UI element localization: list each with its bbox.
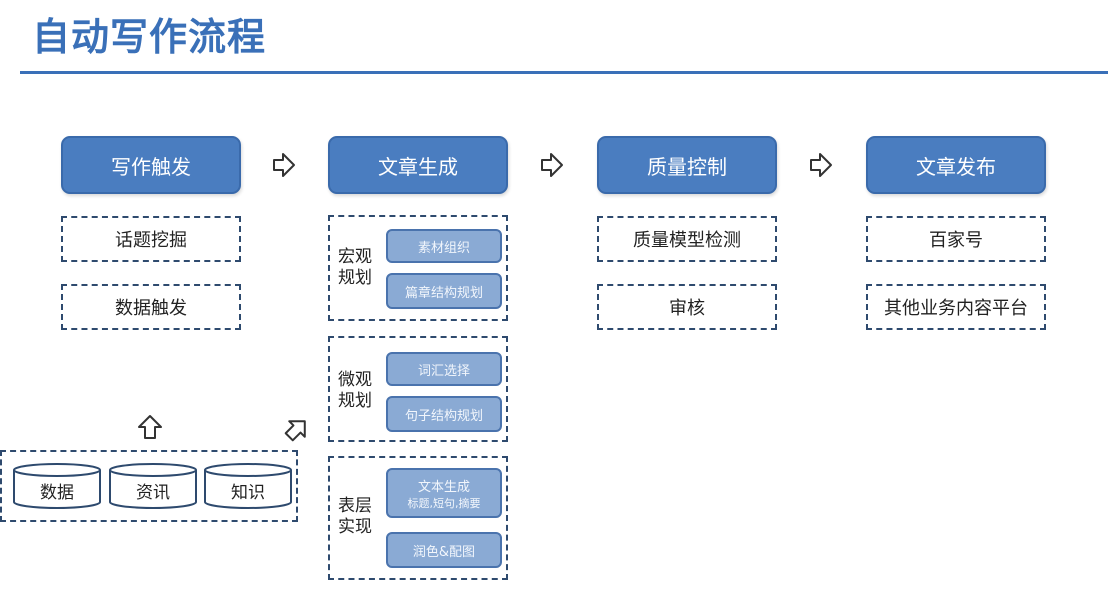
quality-item: 质量模型检测 bbox=[597, 216, 777, 262]
group-item-pill: 句子结构规划 bbox=[386, 396, 502, 432]
group-item-pill: 词汇选择 bbox=[386, 352, 502, 386]
publish-item: 百家号 bbox=[866, 216, 1046, 262]
generation-group-surface: 表层 实现 文本生成 标题,短句,摘要 润色&配图 bbox=[328, 456, 508, 580]
source-label: 知识 bbox=[231, 483, 265, 503]
generation-group-macro: 宏观 规划 素材组织 篇章结构规划 bbox=[328, 215, 508, 321]
database-icon bbox=[13, 463, 101, 509]
pill-text: 润色&配图 bbox=[412, 544, 476, 560]
pill-text: 文本生成 bbox=[417, 479, 470, 495]
group-item-pill: 篇章结构规划 bbox=[386, 273, 502, 309]
source-label: 资讯 bbox=[136, 483, 170, 503]
group-label: 微观 规划 bbox=[338, 370, 372, 411]
source-label: 数据 bbox=[40, 483, 74, 503]
generation-group-micro: 微观 规划 词汇选择 句子结构规划 bbox=[328, 336, 508, 442]
database-icon bbox=[109, 463, 197, 509]
quality-item: 审核 bbox=[597, 284, 777, 330]
title-underline bbox=[20, 71, 1108, 74]
pill-subtext: 标题,短句,摘要 bbox=[407, 496, 481, 510]
stage-publish[interactable]: 文章发布 bbox=[866, 136, 1046, 194]
up-arrow-icon bbox=[138, 415, 162, 439]
page-title: 自动写作流程 bbox=[32, 15, 267, 59]
group-item-pill: 润色&配图 bbox=[386, 532, 502, 568]
right-arrow-icon bbox=[273, 153, 295, 177]
group-label: 表层 实现 bbox=[338, 496, 372, 537]
publish-item: 其他业务内容平台 bbox=[866, 284, 1046, 330]
pill-text: 词汇选择 bbox=[417, 363, 470, 379]
group-label: 宏观 规划 bbox=[338, 247, 372, 288]
trigger-item: 数据触发 bbox=[61, 284, 241, 330]
pill-text: 素材组织 bbox=[417, 240, 470, 256]
pill-text: 篇章结构规划 bbox=[404, 285, 483, 301]
right-arrow-icon bbox=[541, 153, 563, 177]
right-arrow-icon bbox=[810, 153, 832, 177]
database-icon bbox=[204, 463, 292, 509]
group-item-pill: 文本生成 标题,短句,摘要 bbox=[386, 468, 502, 518]
pill-text: 句子结构规划 bbox=[404, 408, 483, 424]
trigger-item: 话题挖掘 bbox=[61, 216, 241, 262]
stage-generation[interactable]: 文章生成 bbox=[328, 136, 508, 194]
group-item-pill: 素材组织 bbox=[386, 229, 502, 263]
stage-quality[interactable]: 质量控制 bbox=[597, 136, 777, 194]
stage-trigger[interactable]: 写作触发 bbox=[61, 136, 241, 194]
diagonal-arrow-icon bbox=[284, 420, 306, 442]
